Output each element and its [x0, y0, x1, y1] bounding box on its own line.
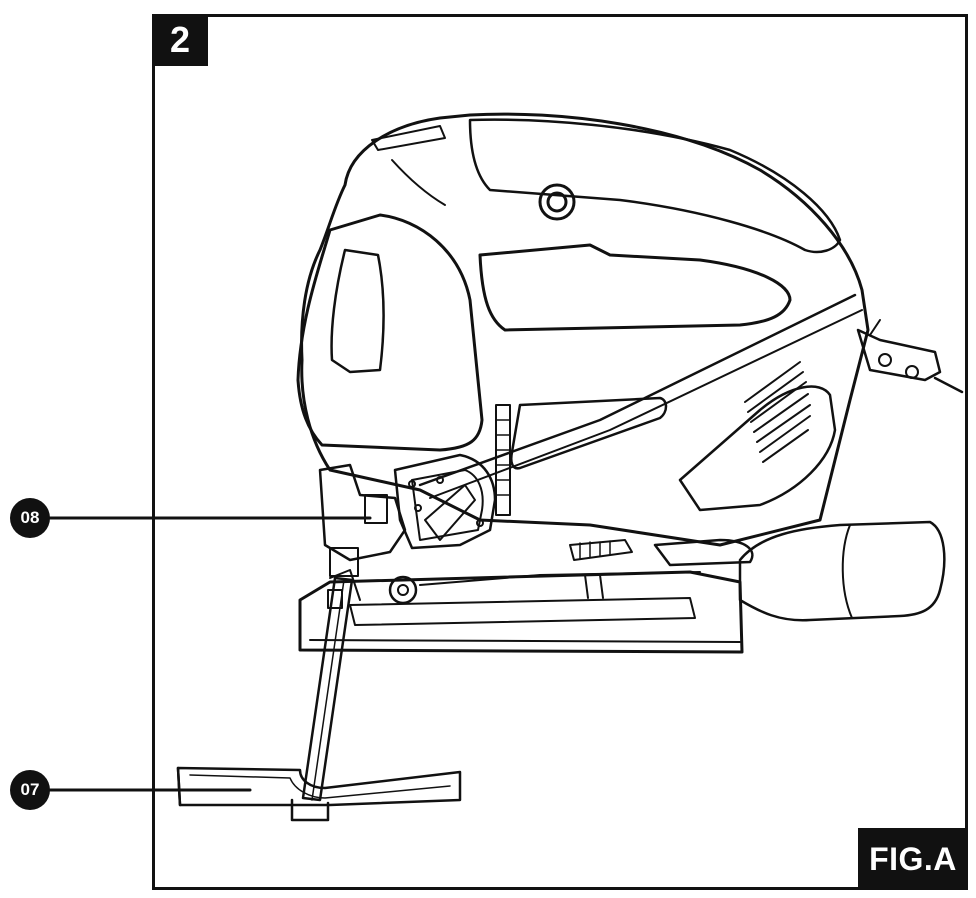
base-plate-icon — [298, 547, 744, 654]
callout-leader-lines — [48, 516, 372, 792]
callout-08: 08 — [10, 498, 50, 538]
callout-07: 07 — [10, 770, 50, 810]
figure-frame — [152, 14, 968, 890]
figure-label: FIG.A — [858, 828, 968, 890]
orbital-selector-icon — [318, 453, 754, 605]
step-number-badge: 2 — [152, 14, 208, 66]
jigsaw-body-icon — [296, 112, 964, 622]
parallel-guide-icon — [176, 576, 462, 822]
